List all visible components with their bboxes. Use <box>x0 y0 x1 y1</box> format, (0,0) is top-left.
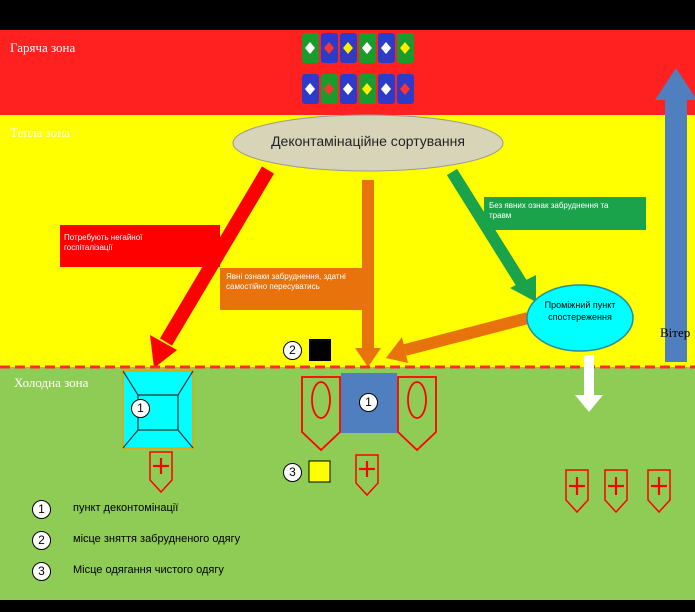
sorting-ellipse <box>232 114 504 172</box>
legend-text-1: пункт деконтомінації <box>73 502 179 514</box>
observation-label: Проміжний пункт спостереження <box>544 300 616 322</box>
dress-place-marker <box>308 460 331 483</box>
undress-place-marker <box>309 339 331 361</box>
warm-zone-label: Тепла зона <box>10 125 70 140</box>
wind-arrow <box>655 68 695 362</box>
barrel-row-top <box>302 33 414 63</box>
medical-cross-marks <box>153 458 667 495</box>
green-arrow-label: Без явних ознак забруднення та травм <box>489 201 609 220</box>
legend-badge-3: 3 <box>32 562 51 581</box>
legend-badge-2: 2 <box>32 531 51 550</box>
sorting-label: Деконтамінаційне сортування <box>271 133 465 149</box>
cold-zone-label: Холодна зона <box>14 375 89 390</box>
legend-text-3: Місце одягання чистого одягу <box>73 564 224 576</box>
decontamination-point-badge-left: 1 <box>131 399 150 418</box>
hazmat-barrels-icon <box>302 33 414 104</box>
red-arrow <box>150 166 275 368</box>
green-arrow <box>446 168 536 302</box>
legend-text-2: місце зняття забрудненого одягу <box>73 533 241 545</box>
red-arrow-label: Потребують негайної госпіталізації <box>64 233 143 252</box>
white-arrow <box>575 355 603 412</box>
orange-arrow-label: Явні ознаки забруднення, здатні самостій… <box>226 272 346 291</box>
decontamination-point-badge-center: 1 <box>359 393 378 412</box>
undress-badge: 2 <box>283 341 302 360</box>
medical-cross-icon <box>149 451 671 514</box>
green-arrow-label-box <box>484 197 646 230</box>
dress-badge: 3 <box>283 463 302 482</box>
orange-arrow-label-box <box>220 268 372 310</box>
orange-arrow <box>355 180 381 367</box>
observation-orange-arrow <box>386 312 530 363</box>
legend-badge-1: 1 <box>32 500 51 519</box>
wind-label: Вітер <box>660 325 691 340</box>
barrel-row-bottom <box>302 74 414 104</box>
red-arrow-label-box <box>60 225 220 267</box>
observation-ellipse <box>526 284 634 352</box>
hot-zone-label: Гаряча зона <box>10 40 76 55</box>
